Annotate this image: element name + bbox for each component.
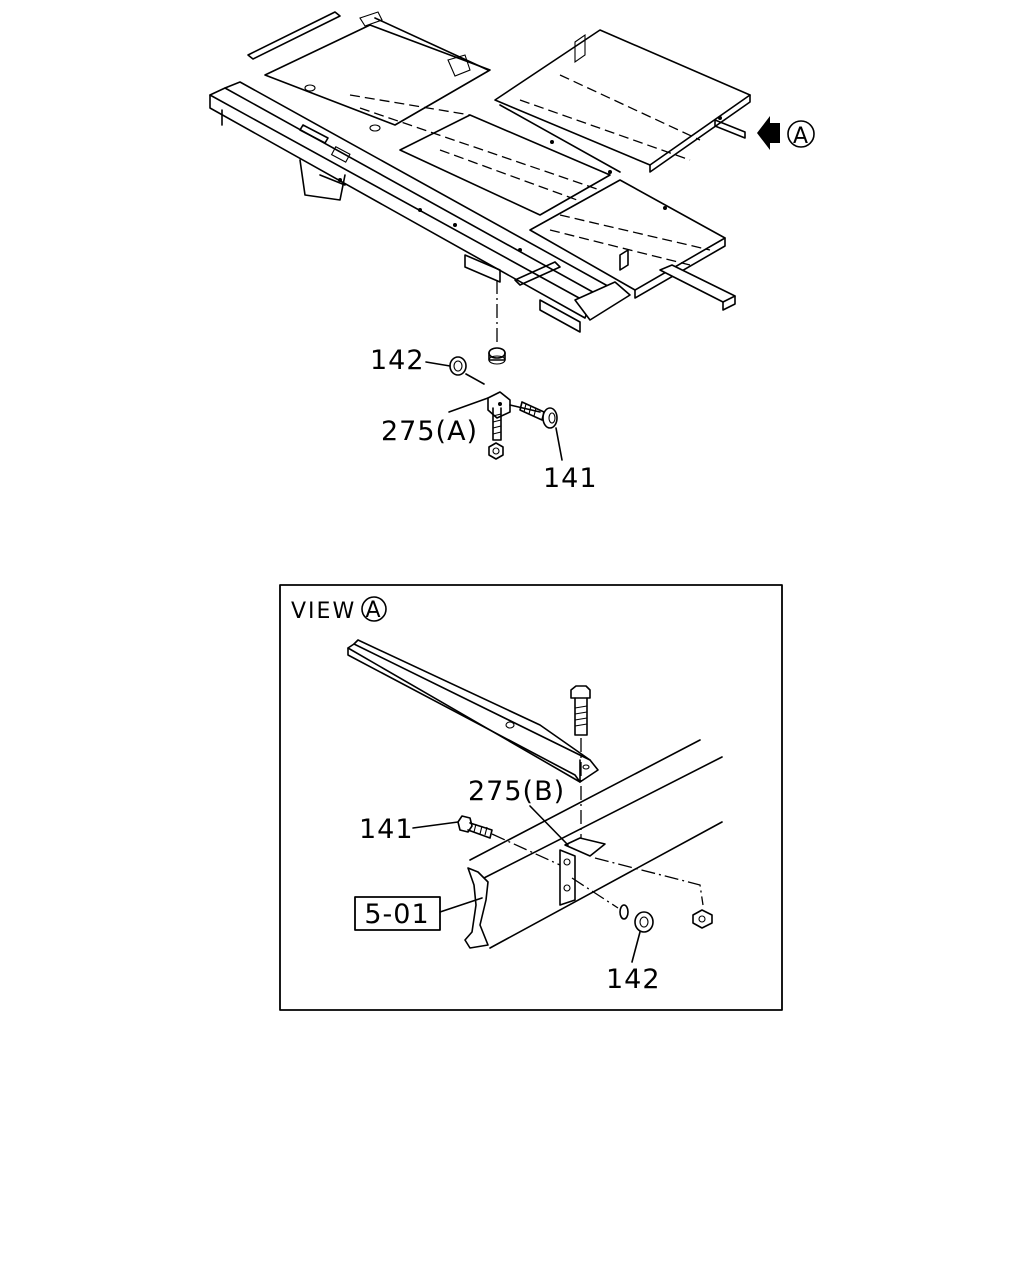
view-a-arrow: A (757, 116, 815, 150)
ref-5-01: 5-01 (364, 899, 429, 930)
view-title: VIEW (291, 599, 356, 624)
view-a-mark: A (793, 124, 809, 149)
callout-141-view: 141 (359, 814, 414, 845)
callout-141-top: 141 (543, 463, 598, 494)
callout-275b: 275(B) (468, 776, 565, 807)
view-title-mark: A (365, 598, 382, 623)
floor-panel-assembly (209, 11, 751, 333)
view-a-detail: VIEW A (279, 584, 783, 1011)
callout-142-view: 142 (606, 964, 661, 995)
callout-142-top: 142 (370, 345, 425, 376)
callout-275a: 275(A) (381, 416, 478, 447)
